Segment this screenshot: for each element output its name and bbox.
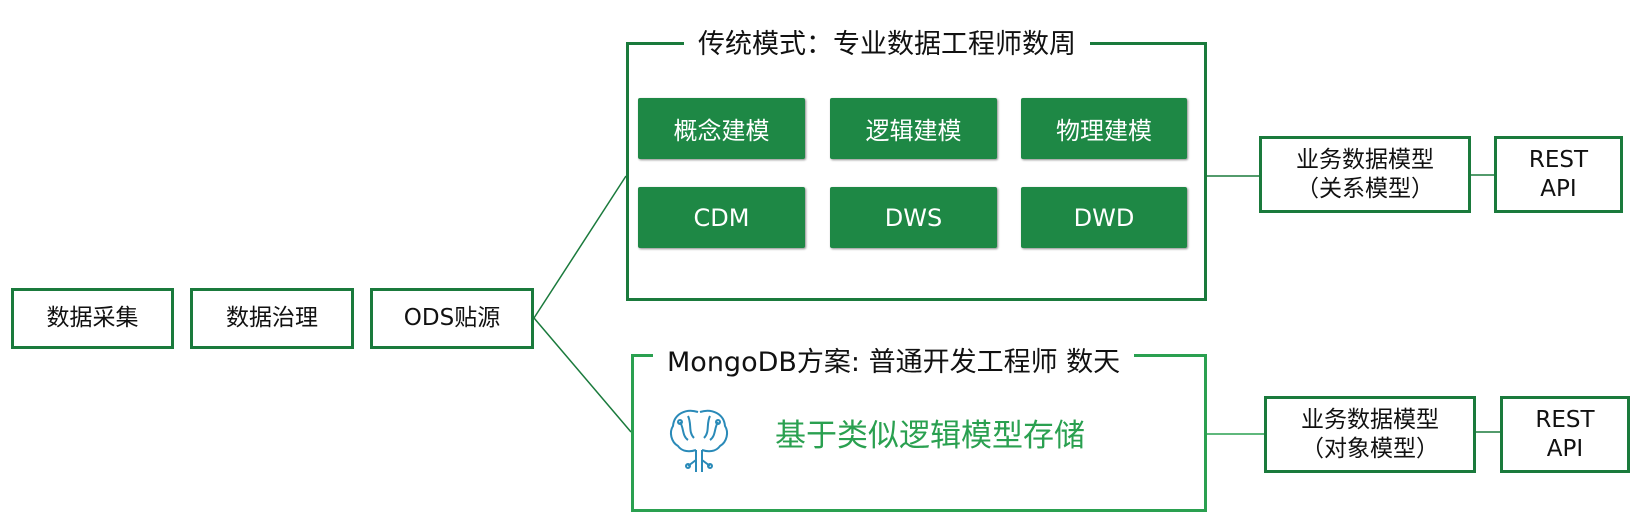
box-dwd: DWD	[1021, 187, 1187, 248]
mongodb-highlight-text: 基于类似逻辑模型存储	[775, 418, 1085, 454]
rest-api-line1: REST	[1535, 406, 1595, 433]
rest-api-line2: API	[1540, 175, 1577, 202]
box-dws: DWS	[830, 187, 997, 248]
object-model-line1: 业务数据模型	[1301, 406, 1439, 433]
traditional-frame	[626, 42, 1207, 301]
box-cdm: CDM	[638, 187, 805, 248]
relational-model-line2: （关系模型）	[1296, 175, 1434, 202]
step-data-governance: 数据治理	[190, 288, 354, 349]
relational-model-line1: 业务数据模型	[1296, 146, 1434, 173]
mongodb-title: MongoDB方案: 普通开发工程师 数天	[653, 340, 1135, 379]
rest-api-line2: API	[1546, 435, 1584, 462]
rest-api-line1: REST	[1528, 146, 1589, 173]
object-model-box: 业务数据模型 （对象模型）	[1264, 396, 1476, 473]
rest-api-box-bottom: REST API	[1500, 396, 1630, 473]
box-physical-modeling: 物理建模	[1021, 98, 1187, 159]
rest-api-box-top: REST API	[1494, 136, 1623, 213]
step-data-collection: 数据采集	[11, 288, 174, 349]
brain-circuit-icon	[668, 404, 730, 476]
step-ods-source: ODS贴源	[370, 288, 534, 349]
object-model-line2: （对象模型）	[1301, 435, 1439, 462]
box-logical-modeling: 逻辑建模	[830, 98, 997, 159]
traditional-title: 传统模式：专业数据工程师数周	[684, 22, 1090, 61]
relational-model-box: 业务数据模型 （关系模型）	[1259, 136, 1471, 213]
box-conceptual-modeling: 概念建模	[638, 98, 805, 159]
